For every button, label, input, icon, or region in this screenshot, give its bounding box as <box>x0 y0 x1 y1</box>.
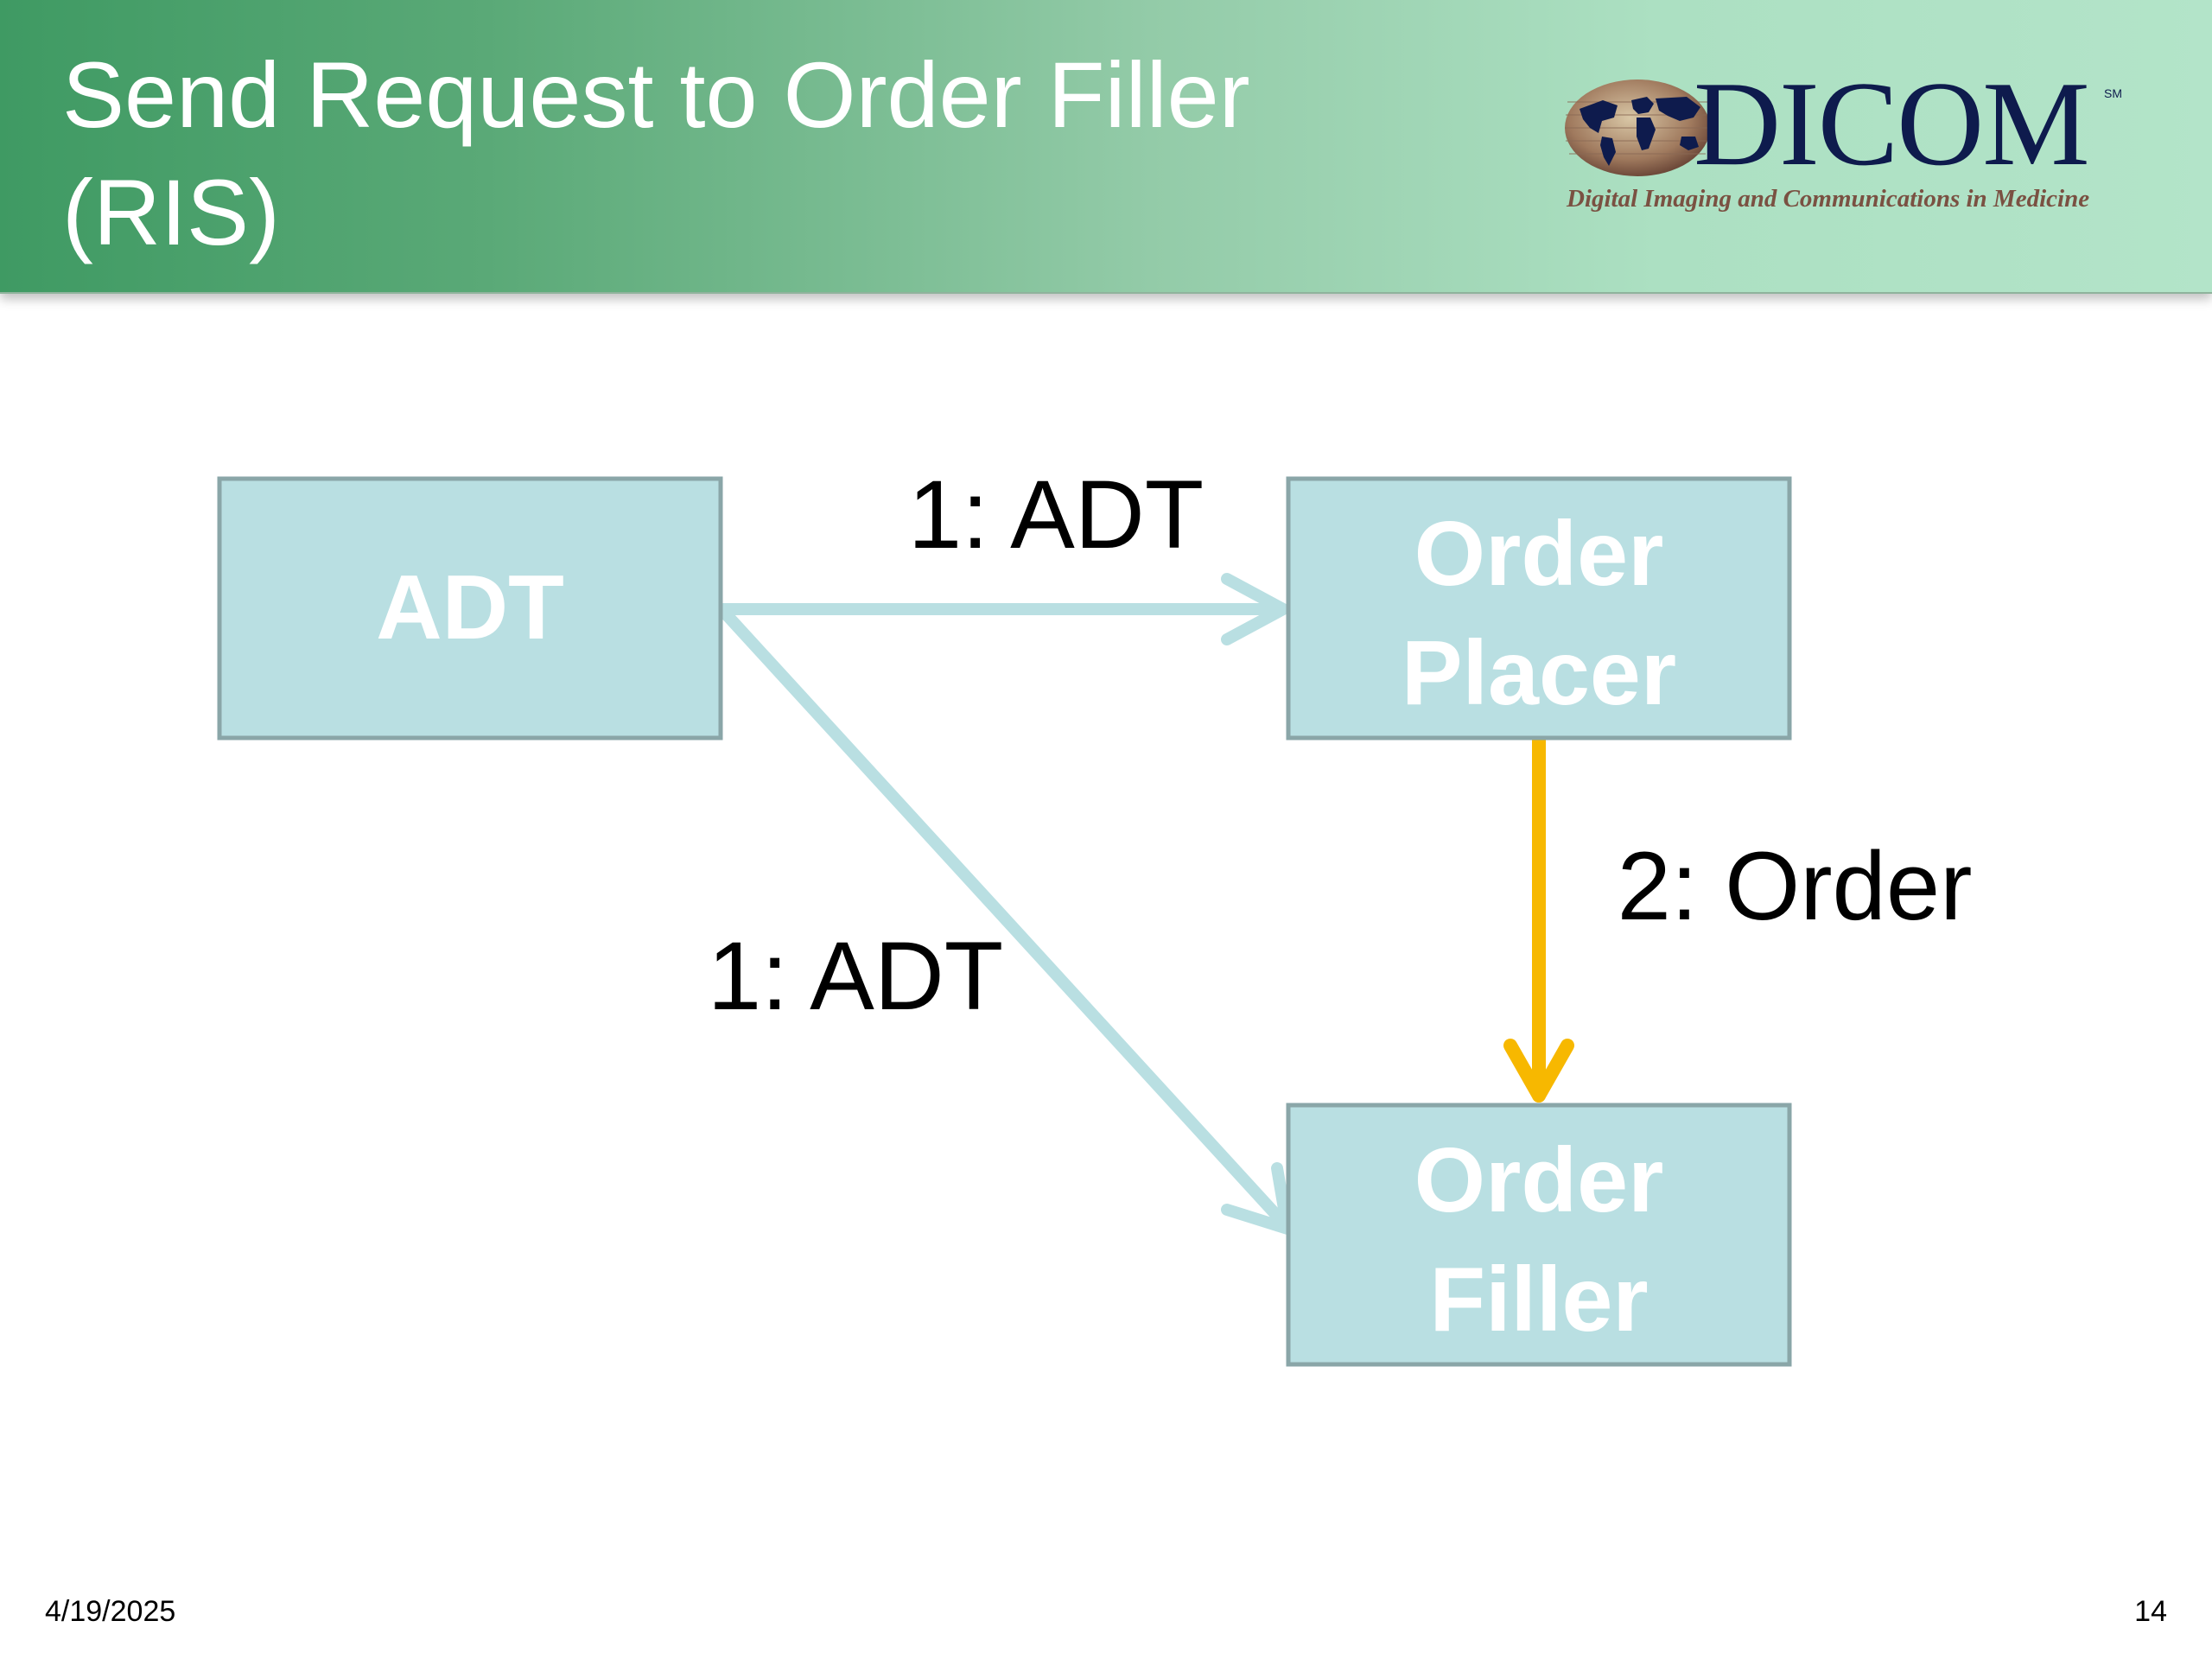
node-order-placer-label-line-1: Order <box>1414 503 1664 605</box>
dicom-wordmark: DICOM <box>1694 57 2090 191</box>
slide-title-line-2: (RIS) <box>62 160 280 264</box>
node-order-placer: Order Placer <box>1286 476 1792 741</box>
footer-date: 4/19/2025 <box>45 1595 176 1628</box>
dicom-logo: DICOM SM Digital Imaging and Communicati… <box>1564 57 2126 223</box>
arrow-adt-to-order-placer <box>715 573 1289 645</box>
logo-tagline: Digital Imaging and Communications in Me… <box>1567 185 2090 213</box>
edge-label-adt-to-filler: 1: ADT <box>708 922 1003 1030</box>
slide-title: Send Request to Order Filler (RIS) <box>62 36 1462 271</box>
service-mark: SM <box>2104 86 2122 100</box>
arrow-adt-to-order-filler <box>715 603 1294 1235</box>
node-order-filler-label-line-1: Order <box>1414 1129 1664 1231</box>
node-adt: ADT <box>217 476 723 741</box>
node-order-placer-label-line-2: Placer <box>1402 622 1676 724</box>
node-order-filler: Order Filler <box>1286 1103 1792 1367</box>
slide-header: Send Request to Order Filler (RIS) <box>0 0 2212 294</box>
globe-icon <box>1565 79 1710 176</box>
footer-page-number: 14 <box>2134 1595 2167 1628</box>
node-adt-label: ADT <box>376 556 564 658</box>
arrow-placer-to-filler <box>1503 732 1574 1103</box>
edge-label-adt-to-placer: 1: ADT <box>908 461 1204 569</box>
edge-label-placer-to-filler: 2: Order <box>1618 832 1973 940</box>
slide-title-line-1: Send Request to Order Filler <box>62 42 1250 147</box>
node-order-filler-label-line-2: Filler <box>1429 1249 1648 1351</box>
